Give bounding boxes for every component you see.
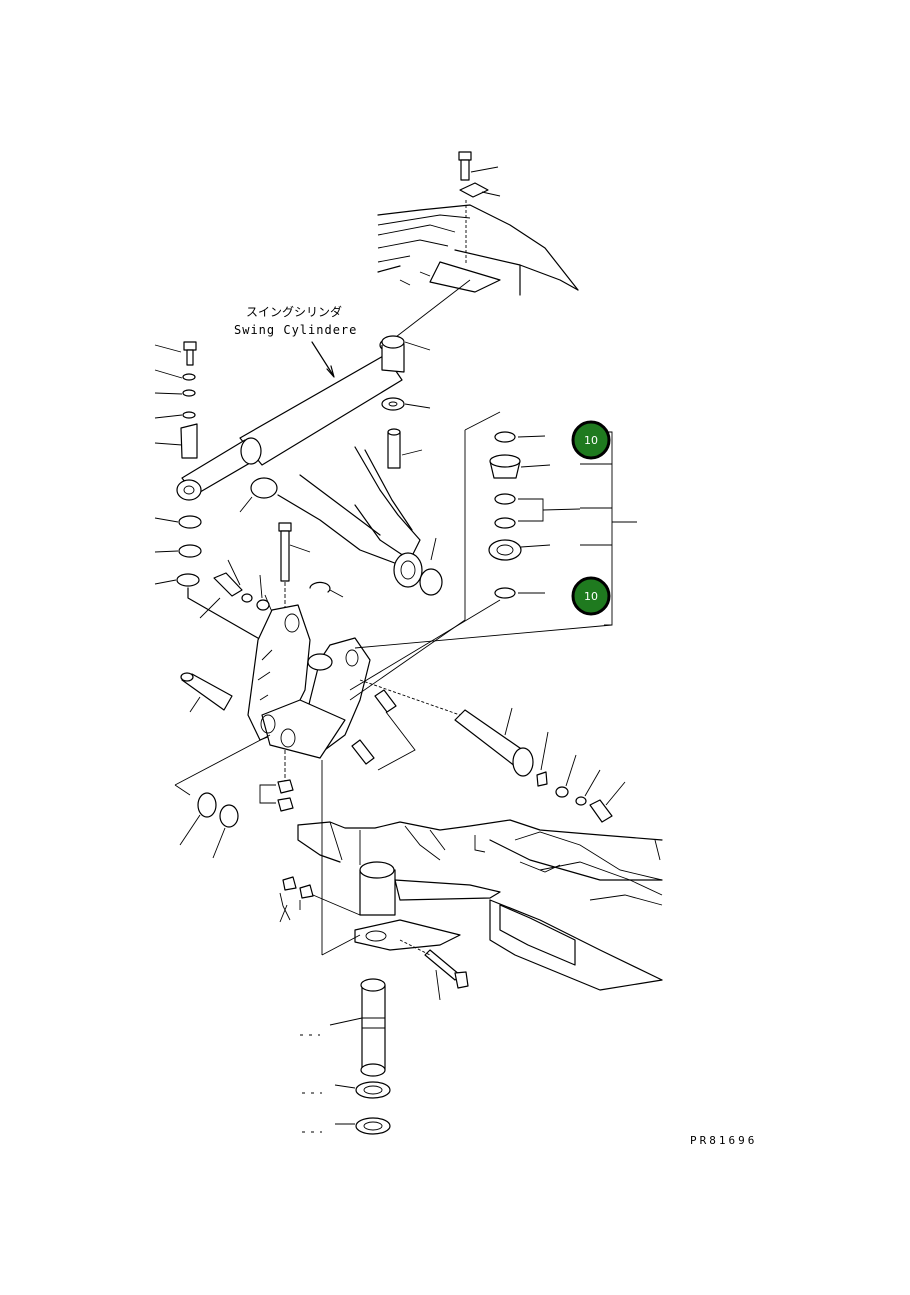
top-plate — [459, 182, 501, 265]
left-bolt-stack — [154, 341, 202, 587]
long-pin-right — [359, 679, 534, 777]
swing-cylinder — [176, 337, 405, 501]
swing-cylinder-label: スイングシリンダ Swing Cylindere — [234, 304, 357, 378]
swing-bracket — [247, 604, 371, 759]
swing-arm — [239, 446, 443, 596]
small-parts-right — [536, 731, 626, 823]
lower-swing-post — [321, 760, 501, 956]
swing-cylinder-label-en: Swing Cylindere — [234, 323, 357, 337]
nuts-lower-left — [279, 876, 361, 923]
bracket-bolts — [187, 559, 273, 646]
swing-cylinder-label-jp: スイングシリンダ — [246, 304, 342, 319]
lower-washers — [302, 1081, 391, 1135]
washers-lower-left — [174, 734, 271, 859]
nuts-under-bracket — [259, 779, 294, 812]
lower-frame — [297, 819, 663, 991]
drawing-code: PR81696 — [690, 1134, 757, 1147]
bushing-column — [349, 411, 637, 701]
callout-badge-2-text: 10 — [584, 590, 598, 603]
snap-ring — [309, 581, 344, 598]
callout-badge-2: 10 — [571, 576, 611, 616]
callout-badge-1: 10 — [571, 420, 611, 460]
cylinder-upper-washers — [381, 335, 431, 469]
upper-frame-section — [377, 204, 579, 296]
bracket-pin-left — [180, 672, 233, 713]
lower-bolt — [399, 939, 469, 1001]
top-bolt — [458, 151, 499, 181]
lower-pin — [300, 978, 386, 1077]
grease-fittings — [351, 689, 416, 771]
callout-badge-1-text: 10 — [584, 434, 598, 447]
